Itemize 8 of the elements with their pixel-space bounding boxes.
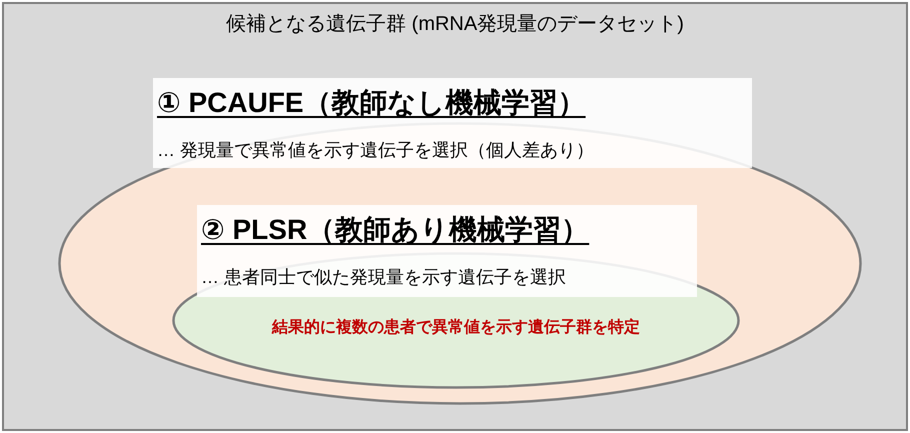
description: … 発現量で異常値を示す遺伝子を選択（個人差あり） [157, 139, 594, 162]
heading: ② PLSR（教師あり機械学習） [201, 213, 590, 247]
description: … 患者同士で似た発現量を示す遺伝子を選択 [201, 266, 566, 289]
ellipse-region [172, 205, 740, 389]
title: 候補となる遺伝子群 (mRNA発現量のデータセット) [225, 12, 685, 37]
ellipse-region [58, 78, 862, 405]
result-text: 結果的に複数の患者で異常値を示す遺伝子群を特定 [270, 317, 641, 338]
heading: ① PCAUFE（教師なし機械学習） [157, 86, 586, 120]
